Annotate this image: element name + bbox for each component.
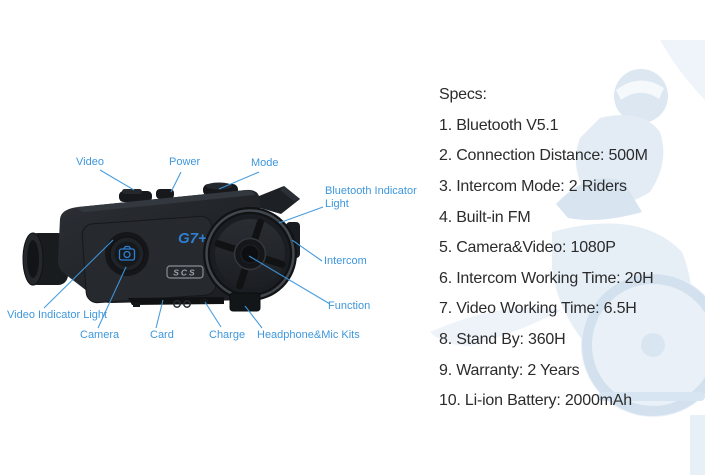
callout-label-bluetooth-indicator-light: Bluetooth Indicator Light — [325, 185, 417, 210]
brand-logo-badge: SCS — [166, 265, 204, 279]
model-logo: G7+ — [178, 230, 207, 247]
face-panel — [81, 215, 217, 304]
device-body — [58, 189, 263, 303]
callout-label-video-indicator-light: Video Indicator Light — [7, 309, 108, 321]
spec-item: 6. Intercom Working Time: 20H — [439, 269, 654, 287]
leader-lines — [43, 169, 331, 329]
function-button — [240, 244, 260, 264]
specs-panel: Specs: 1. Bluetooth V5.1 2. Connection D… — [439, 80, 701, 417]
headphone-connector — [229, 292, 261, 312]
power-button — [156, 189, 174, 199]
callout-label-mode: Mode — [251, 157, 279, 169]
bottom-fittings — [128, 292, 261, 312]
function-button-ring — [233, 237, 267, 271]
callout-label-charge: Charge — [209, 329, 246, 341]
top-buttons — [119, 182, 238, 202]
card-slot-rail — [128, 297, 224, 305]
callout-label-headphone-mic-kits: Headphone&Mic Kits — [257, 329, 360, 341]
mode-button — [203, 184, 238, 196]
brand-logo: SCS — [173, 268, 196, 278]
callout-label-power: Power — [169, 156, 201, 168]
camera-button — [105, 232, 149, 276]
spec-item: 8. Stand By: 360H — [439, 331, 566, 349]
device-right-edge — [286, 222, 300, 258]
callout-label-function: Function — [328, 300, 371, 312]
antenna-fin — [254, 186, 300, 214]
charge-port-loop — [173, 300, 181, 308]
control-dial — [203, 207, 297, 301]
spec-item: 4. Built-in FM — [439, 208, 531, 226]
callout-label-intercom: Intercom — [324, 255, 367, 267]
callout-label-video: Video — [76, 156, 104, 168]
spec-item: 3. Intercom Mode: 2 Riders — [439, 178, 627, 196]
spec-item: 7. Video Working Time: 6.5H — [439, 300, 637, 318]
top-edge-highlight — [78, 190, 255, 212]
spec-item: 1. Bluetooth V5.1 — [439, 116, 559, 134]
callout-label-card: Card — [150, 329, 174, 341]
callout-label-camera: Camera — [80, 329, 120, 341]
spec-item: 5. Camera&Video: 1080P — [439, 239, 616, 257]
spec-item: 10. Li-ion Battery: 2000mAh — [439, 392, 632, 410]
camera-icon — [118, 245, 136, 261]
spec-item: 9. Warranty: 2 Years — [439, 361, 580, 379]
video-button — [119, 191, 152, 202]
spec-item: 2. Connection Distance: 500M — [439, 147, 648, 165]
specs-title: Specs: — [439, 86, 487, 104]
camera-lens-barrel — [22, 232, 68, 286]
